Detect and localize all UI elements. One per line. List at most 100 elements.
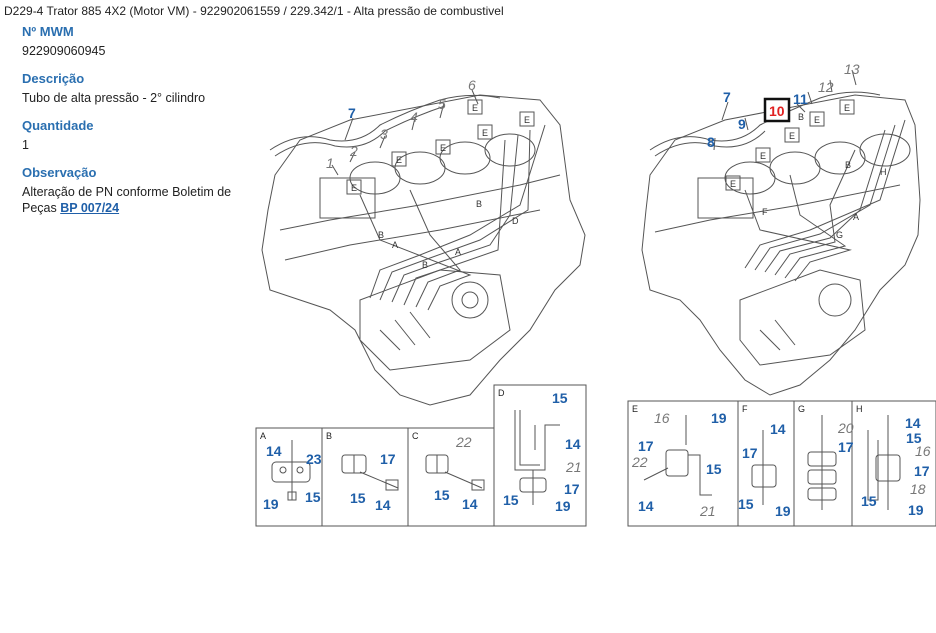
- panel-h-callout-15b[interactable]: 15: [861, 493, 877, 509]
- svg-text:B: B: [845, 160, 851, 170]
- mwm-number-value: 922909060945: [22, 44, 106, 58]
- detail-panels-left: A 14 23 15 19 B 17 15 14 C: [255, 384, 587, 527]
- panel-b-callout-14[interactable]: 14: [375, 497, 391, 513]
- quantity-value: 1: [22, 138, 29, 152]
- svg-text:E: E: [472, 103, 478, 113]
- svg-text:E: E: [440, 143, 446, 153]
- svg-text:B: B: [798, 112, 804, 122]
- detail-panel-f: F 14 17 15 19: [738, 404, 791, 519]
- panel-b-callout-15[interactable]: 15: [350, 490, 366, 506]
- svg-text:E: E: [760, 151, 766, 161]
- right-callout-9[interactable]: 9: [738, 116, 746, 132]
- svg-text:D: D: [498, 388, 505, 398]
- svg-text:E: E: [351, 183, 357, 193]
- panel-h-callout-15[interactable]: 15: [906, 430, 922, 446]
- detail-panel-a: A 14 23 15 19: [260, 431, 322, 512]
- right-callout-11[interactable]: 11: [793, 91, 808, 107]
- detail-panels-right: E 16 19 17 22 15 14 21 F 14 17 15 19 G: [627, 400, 936, 527]
- svg-text:A: A: [853, 212, 859, 222]
- panel-d-callout-15[interactable]: 15: [552, 390, 568, 406]
- panel-h-callout-17[interactable]: 17: [914, 463, 930, 479]
- mwm-number-label: Nº MWM: [22, 24, 74, 39]
- right-callout-12[interactable]: 12: [818, 79, 834, 95]
- svg-text:A: A: [455, 247, 461, 257]
- detail-panel-g: G 20 17: [798, 404, 854, 510]
- panel-a-callout-19[interactable]: 19: [263, 496, 279, 512]
- panel-d-callout-19[interactable]: 19: [555, 498, 571, 514]
- panel-c-callout-14[interactable]: 14: [462, 496, 478, 512]
- svg-text:B: B: [326, 431, 332, 441]
- left-engine-drawing: E E E E E E B A A B D B 7 6 5 4 3 2 1: [261, 77, 586, 406]
- panel-f-callout-17[interactable]: 17: [742, 445, 758, 461]
- observation-text: Alteração de PN conforme Boletim de Peça…: [22, 184, 252, 216]
- right-callout-7[interactable]: 7: [723, 89, 731, 105]
- svg-text:F: F: [742, 404, 748, 414]
- svg-text:E: E: [814, 115, 820, 125]
- svg-text:F: F: [762, 207, 768, 217]
- panel-f-callout-15[interactable]: 15: [738, 496, 754, 512]
- panel-e-callout-14[interactable]: 14: [638, 498, 654, 514]
- svg-text:A: A: [392, 240, 398, 250]
- observation-body: Alteração de PN conforme Boletim de Peça…: [22, 185, 232, 215]
- svg-text:C: C: [412, 431, 419, 441]
- right-engine-drawing: E E E E E F A G B H B 7 9 10 11 12 13 8: [641, 61, 921, 396]
- panel-c-callout-22[interactable]: 22: [455, 434, 472, 450]
- panel-e-callout-22[interactable]: 22: [631, 454, 648, 470]
- svg-text:G: G: [798, 404, 805, 414]
- panel-c-callout-15[interactable]: 15: [434, 487, 450, 503]
- panel-a-callout-15[interactable]: 15: [305, 489, 321, 505]
- svg-text:D: D: [512, 216, 519, 226]
- panel-g-callout-20[interactable]: 20: [837, 420, 854, 436]
- left-callout-6[interactable]: 6: [468, 77, 476, 93]
- panel-f-callout-19[interactable]: 19: [775, 503, 791, 519]
- breadcrumb: D229-4 Trator 885 4X2 (Motor VM) - 92290…: [4, 4, 504, 18]
- svg-text:A: A: [260, 431, 266, 441]
- left-callout-7[interactable]: 7: [348, 105, 356, 121]
- panel-h-callout-19[interactable]: 19: [908, 502, 924, 518]
- left-callout-1[interactable]: 1: [326, 155, 334, 171]
- quantity-label: Quantidade: [22, 118, 94, 133]
- bulletin-link[interactable]: BP 007/24: [60, 201, 120, 215]
- panel-b-callout-17[interactable]: 17: [380, 451, 396, 467]
- left-callout-3[interactable]: 3: [380, 126, 388, 142]
- svg-text:E: E: [482, 128, 488, 138]
- left-callout-5[interactable]: 5: [438, 96, 446, 112]
- svg-text:H: H: [856, 404, 863, 414]
- right-callout-10-highlighted[interactable]: 10: [769, 103, 785, 119]
- panel-h-callout-18[interactable]: 18: [910, 481, 926, 497]
- detail-panel-e: E 16 19 17 22 15 14 21: [631, 404, 727, 519]
- detail-panel-c: C 22 15 14: [412, 431, 485, 512]
- description-value: Tubo de alta pressão - 2° cilindro: [22, 91, 206, 105]
- svg-text:E: E: [730, 179, 736, 189]
- panel-e-callout-15[interactable]: 15: [706, 461, 722, 477]
- panel-d-callout-14[interactable]: 14: [565, 436, 581, 452]
- detail-panel-h: H 14 15 16 17 18 15 19: [856, 404, 931, 518]
- left-callout-4[interactable]: 4: [410, 109, 418, 125]
- observation-label: Observação: [22, 165, 97, 180]
- description-label: Descrição: [22, 71, 85, 86]
- right-callout-8[interactable]: 8: [707, 134, 715, 150]
- panel-a-callout-23[interactable]: 23: [306, 451, 322, 467]
- detail-panel-b: B 17 15 14: [326, 431, 399, 513]
- panel-e-callout-21[interactable]: 21: [699, 503, 716, 519]
- svg-text:E: E: [844, 103, 850, 113]
- panel-a-callout-14[interactable]: 14: [266, 443, 282, 459]
- panel-f-callout-14[interactable]: 14: [770, 421, 786, 437]
- detail-panel-d: D 15 14 21 17 15 19: [498, 388, 582, 514]
- left-callout-2[interactable]: 2: [349, 143, 358, 159]
- panel-e-callout-16[interactable]: 16: [654, 410, 670, 426]
- svg-text:B: B: [378, 230, 384, 240]
- right-callout-13[interactable]: 13: [844, 61, 860, 77]
- svg-text:E: E: [789, 131, 795, 141]
- svg-text:G: G: [836, 230, 843, 240]
- panel-e-callout-17[interactable]: 17: [638, 438, 654, 454]
- panel-h-callout-14[interactable]: 14: [905, 415, 921, 431]
- panel-e-callout-19[interactable]: 19: [711, 410, 727, 426]
- panel-d-callout-17[interactable]: 17: [564, 481, 580, 497]
- panel-h-callout-16[interactable]: 16: [915, 443, 931, 459]
- panel-d-callout-21[interactable]: 21: [565, 459, 582, 475]
- panel-d-callout-15b[interactable]: 15: [503, 492, 519, 508]
- svg-text:E: E: [524, 115, 530, 125]
- panel-g-callout-17[interactable]: 17: [838, 439, 854, 455]
